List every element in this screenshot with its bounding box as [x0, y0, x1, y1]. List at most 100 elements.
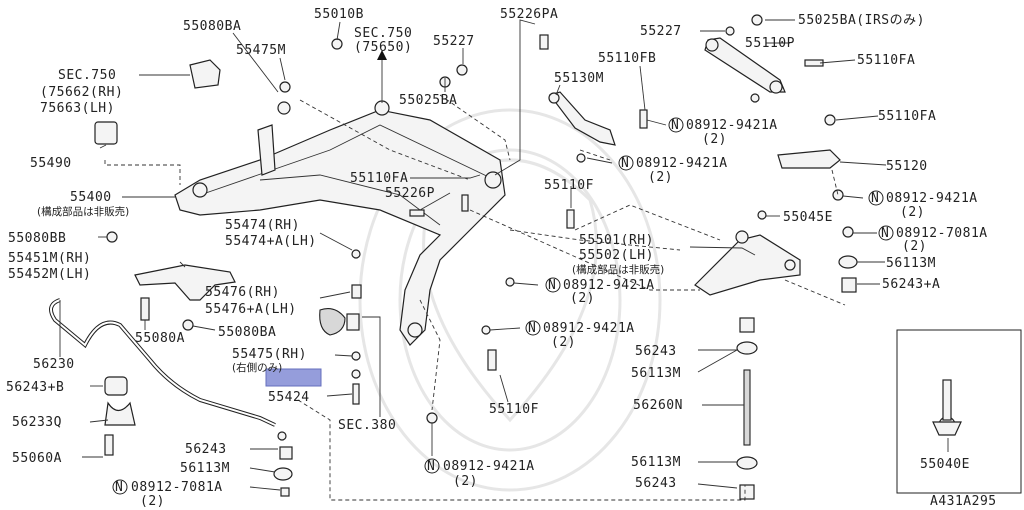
label-55080A: 55080A: [135, 331, 185, 346]
label-55226PA: 55226PA: [500, 7, 558, 22]
label-55110FA-top: 55110FA: [857, 53, 915, 68]
bushing-56243B[interactable]: [104, 376, 128, 396]
label-56243A: 56243+A: [882, 277, 940, 292]
shock-stack[interactable]: [736, 255, 858, 500]
label-55476-rh: 55476(RH): [205, 285, 280, 300]
label-55110P: 55110P: [745, 36, 795, 51]
label-56243-br: 56243: [635, 476, 677, 491]
label-55452M: 55452M(LH): [8, 267, 91, 282]
part-labels: 55080BA 55010B SEC.750 (75650) 55226PA 5…: [6, 7, 997, 509]
label-55080BA-top: 55080BA: [183, 19, 241, 34]
svg-text:N: N: [881, 226, 889, 241]
label-sec750-top-ref: (75650): [354, 40, 412, 55]
label-56230: 56230: [33, 357, 75, 372]
clamp-56233Q[interactable]: [104, 401, 136, 426]
bump-stop-55490[interactable]: [94, 121, 118, 145]
label-55475M: 55475M: [236, 43, 286, 58]
label-55475-rh: 55475(RH): [232, 347, 307, 362]
label-56113M-br: 56113M: [631, 455, 681, 470]
label-sec750-top: SEC.750: [354, 26, 412, 41]
label-08912-9421A-d: 08912-9421A: [563, 278, 655, 293]
label-55400-note: (構成部品は非販売): [37, 205, 129, 218]
label-55475-note: (右側のみ): [232, 361, 282, 374]
label-55474-rh: 55474(RH): [225, 218, 300, 233]
label-08912-9421A-d-qty: (2): [570, 291, 595, 306]
svg-text:N: N: [115, 480, 123, 495]
label-55120: 55120: [886, 159, 928, 174]
arm-55130M[interactable]: [548, 91, 616, 146]
label-55400: 55400: [70, 190, 112, 205]
label-55110F-mid: 55110F: [544, 178, 594, 193]
svg-text:N: N: [528, 321, 536, 336]
fasteners: [104, 14, 962, 497]
label-08912-9421A-f: 08912-9421A: [443, 459, 535, 474]
dashed-lines: [104, 94, 846, 501]
label-55110FA-right: 55110FA: [878, 109, 936, 124]
svg-text:N: N: [671, 118, 679, 133]
label-55045E: 55045E: [783, 210, 833, 225]
label-08912-7081A-l: 08912-7081A: [131, 480, 223, 495]
label-55080BB: 55080BB: [8, 231, 66, 246]
upper-link-55110P[interactable]: [704, 37, 786, 94]
arrow-up-icon: [377, 50, 387, 60]
label-55025BA-mid: 55025BA: [399, 93, 457, 108]
label-08912-9421A-f-qty: (2): [453, 474, 478, 489]
label-55226P: 55226P: [385, 186, 435, 201]
label-08912-9421A-b: 08912-9421A: [636, 156, 728, 171]
label-56243-mid: 56243: [635, 344, 677, 359]
label-55451M: 55451M(RH): [8, 251, 91, 266]
label-08912-9421A-b-qty: (2): [648, 170, 673, 185]
bracket-55451M[interactable]: [134, 264, 236, 301]
label-55040E: 55040E: [920, 457, 970, 472]
label-08912-9421A-c-qty: (2): [900, 205, 925, 220]
label-55110FB: 55110FB: [598, 51, 656, 66]
label-55025BA-irs: 55025BA(IRSのみ): [798, 13, 925, 28]
label-08912-9421A-c: 08912-9421A: [886, 191, 978, 206]
label-55080BA-low: 55080BA: [218, 325, 276, 340]
n-symbols: N N N N N N N N: [112, 117, 894, 495]
lower-arm-55501[interactable]: [694, 230, 801, 296]
label-56260N: 56260N: [633, 398, 683, 413]
mount-sec750[interactable]: [189, 59, 221, 89]
label-sec750-left-lh: 75663(LH): [40, 101, 115, 116]
watermark-emblem: [358, 108, 662, 492]
label-08912-9421A-e: 08912-9421A: [543, 321, 635, 336]
label-55010B: 55010B: [314, 7, 364, 22]
rear-suspension-member[interactable]: [174, 100, 506, 346]
svg-text:N: N: [621, 156, 629, 171]
label-55130M: 55130M: [554, 71, 604, 86]
label-56243-low: 56243: [185, 442, 227, 457]
stabilizer-bar-56230[interactable]: [49, 298, 276, 427]
highlight-box: [265, 368, 322, 387]
label-55490: 55490: [30, 156, 72, 171]
label-sec750-left-rh: (75662(RH): [40, 85, 123, 100]
leader-lines: [59, 19, 949, 491]
label-08912-9421A-a-qty: (2): [702, 132, 727, 147]
label-55424: 55424: [268, 390, 310, 405]
label-08912-7081A-r-qty: (2): [902, 239, 927, 254]
label-55474-lh: 55474+A(LH): [225, 234, 317, 249]
label-08912-7081A-r: 08912-7081A: [896, 226, 988, 241]
label-55060A: 55060A: [12, 451, 62, 466]
label-56113M-r: 56113M: [886, 256, 936, 271]
label-55501: 55501(RH): [579, 233, 654, 248]
label-55110F-low: 55110F: [489, 402, 539, 417]
label-sec750-left: SEC.750: [58, 68, 116, 83]
label-55227-top: 55227: [640, 24, 682, 39]
label-55476-lh: 55476+A(LH): [205, 302, 297, 317]
svg-text:N: N: [548, 278, 556, 293]
label-55227-mid: 55227: [433, 34, 475, 49]
figure-id: A431A295: [930, 494, 997, 509]
svg-text:N: N: [427, 459, 435, 474]
inset-frame: [896, 329, 1022, 494]
label-55502: 55502(LH): [579, 248, 654, 263]
label-sec380: SEC.380: [338, 418, 396, 433]
label-55110FA-center: 55110FA: [350, 171, 408, 186]
arm-55120[interactable]: [777, 149, 841, 169]
label-55501-note: (構成部品は非販売): [572, 263, 664, 276]
label-08912-9421A-e-qty: (2): [551, 335, 576, 350]
label-56243B: 56243+B: [6, 380, 64, 395]
label-56233Q: 56233Q: [12, 415, 62, 430]
